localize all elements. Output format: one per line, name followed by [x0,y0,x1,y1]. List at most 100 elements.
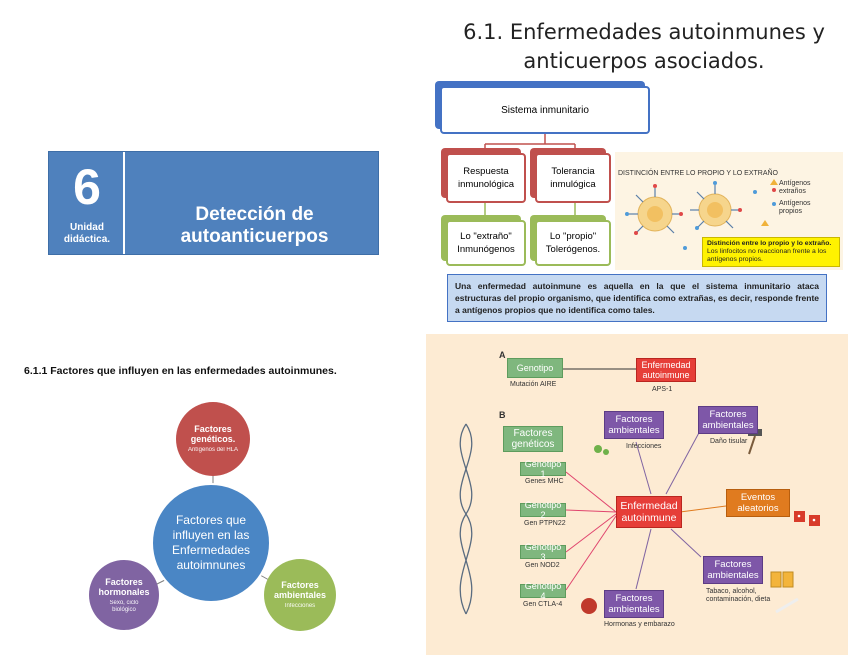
caption-title: Distinción entre lo propio y lo extraño. [707,240,832,247]
hormonales-sub1: Sexo, ciclo [109,599,139,606]
unit-title-line2: autoanticuerpos [180,226,329,247]
geneticos-sub: Antígenos del HLA [187,447,239,453]
legend-antigenos-propios: Antígenos propios [779,200,811,216]
g1-sub: Genes MHC [525,478,564,485]
g1-label: Genotipo 1 [524,459,562,479]
fa4-line1: Factores [615,593,653,604]
geneticos-line1: Factores [194,424,232,434]
distincion-heading: DISTINCIÓN ENTRE LO PROPIO Y LO EXTRAÑO [618,170,778,177]
fa3-sub2: contaminación, dieta [706,596,771,603]
panel-label-a: A [499,350,506,360]
factores-hormonales-circle: Factores hormonales Sexo, ciclo biológic… [89,560,159,630]
propio-line1: Lo "propio" [549,231,597,242]
ambientales-line2: ambientales [273,590,327,600]
immune-connectors [484,134,576,220]
g4-label: Genotipo 4 [524,581,562,601]
center-line4: autoimnunes [176,558,246,572]
g2-label: Genotipo 2 [524,500,562,520]
enf-a-line2: autoinmune [642,370,690,380]
hormonales-sub: Sexo, ciclo biológico [109,600,138,614]
mutacion-caption: Mutación AIRE [510,381,557,388]
genotipo-2-box: Genotipo 2 [520,500,566,520]
respuesta-line1: Respuesta [463,166,509,177]
aps-caption: APS-1 [652,386,673,393]
panel-label-b: B [499,410,506,420]
center-line2: influyen en las [172,528,250,542]
tolerancia-line1: Tolerancia [551,166,595,177]
genotipo-3-box: Genotipo 3 [520,542,566,562]
unit-title-line1: Detección de [195,204,314,225]
geneticos-title: Factores genéticos. [191,424,236,444]
legend1-line2: extraños [779,188,806,195]
unit-label: Unidad didáctica. [49,222,125,246]
g4-sub: Gen CTLA-4 [523,601,563,608]
ev-line2: aleatorios [737,503,779,514]
legend1-line1: Antígenos [779,180,811,187]
unit-label-line1: Unidad [70,222,104,233]
legend-markers [770,179,778,206]
fg-line2: genéticos [511,439,555,450]
legend-antigenos-extranos: Antígenos extraños [779,180,811,196]
fa3-sub: Tabaco, alcohol, contaminación, dieta [706,588,770,604]
unit-title: Detección de autoanticuerpos [129,204,380,248]
propio-box: Lo "propio" Tolerógenos. [535,220,611,266]
extrano-line1: Lo "extraño" [460,231,512,242]
g2-sub: Gen PTPN22 [524,520,566,527]
center-text: Factores que influyen en las Enfermedade… [172,513,250,573]
unit-box: 6 Unidad didáctica. Detección de autoant… [48,151,379,255]
tolerancia-box: Tolerancia inmulógica [535,153,611,203]
distincion-illustration: DISTINCIÓN ENTRE LO PROPIO Y LO EXTRAÑO … [615,152,843,270]
fa1-line2: ambientales [608,425,660,436]
panel-connectors [459,368,820,615]
respuesta-box: Respuesta inmunológica [446,153,526,203]
extrano-line2: Inmunógenos [457,244,515,255]
legend2-line1: Antígenos [779,200,811,207]
center-enf-line2: autoinmune [621,512,677,524]
genotipo-1-box: Genotipo 1 [520,459,566,479]
ambientales-line1: Factores [281,580,319,590]
factores-center-circle: Factores que influyen en las Enfermedade… [151,483,271,603]
respuesta-line2: inmunológica [458,179,514,190]
fa3-line1: Factores [714,559,752,570]
caption-body: Los linfocitos no reaccionan frente a lo… [707,248,827,263]
hormonales-sub2: biológico [112,606,136,613]
center-line3: Enfermedades [171,543,251,557]
factores-ambientales-circle: Factores ambientales Infecciones [264,559,336,631]
genotipo-a-label: Genotipo [516,363,554,373]
sistema-inmunitario-box: Sistema inmunitario [440,86,650,134]
ev-line1: Eventos [740,492,776,503]
hormonales-line2: hormonales [98,586,150,597]
fa1-sub: Infecciones [626,443,662,450]
ambientales-title: Factores ambientales [274,580,326,600]
distincion-caption: Distinción entre lo propio y lo extraño.… [702,237,840,267]
factores-geneticos-circle: Factores genéticos. Antígenos del HLA [176,402,250,476]
fa3-sub1: Tabaco, alcohol, [706,588,757,595]
center-enf-line1: Enfermedad [620,500,678,512]
legend2-line2: propios [779,208,802,215]
slide-title: 6.1. Enfermedades autoinmunes y anticuer… [440,18,848,76]
lymphocyte-drawing [625,181,769,250]
hormonales-line1: Factores [105,576,143,587]
ambientales-sub: Infecciones [284,603,316,609]
enf-a-line1: Enfermedad [641,360,691,370]
fa2-line2: ambientales [702,420,754,431]
extrano-box: Lo "extraño" Inmunógenos [446,220,526,266]
fa1-line1: Factores [615,414,653,425]
geneticos-line2: genéticos. [190,434,236,444]
hormonales-title: Factores hormonales [98,577,149,597]
genotipo-a-box: Genotipo [507,358,563,378]
definition-box: Una enfermedad autoinmune es aquella en … [447,274,827,322]
tolerancia-line2: inmulógica [550,179,596,190]
fa3-line2: ambientales [707,570,759,581]
genotipo-4-box: Genotipo 4 [520,581,566,601]
fg-line1: Factores [513,428,553,439]
center-line1: Factores que [175,513,247,527]
